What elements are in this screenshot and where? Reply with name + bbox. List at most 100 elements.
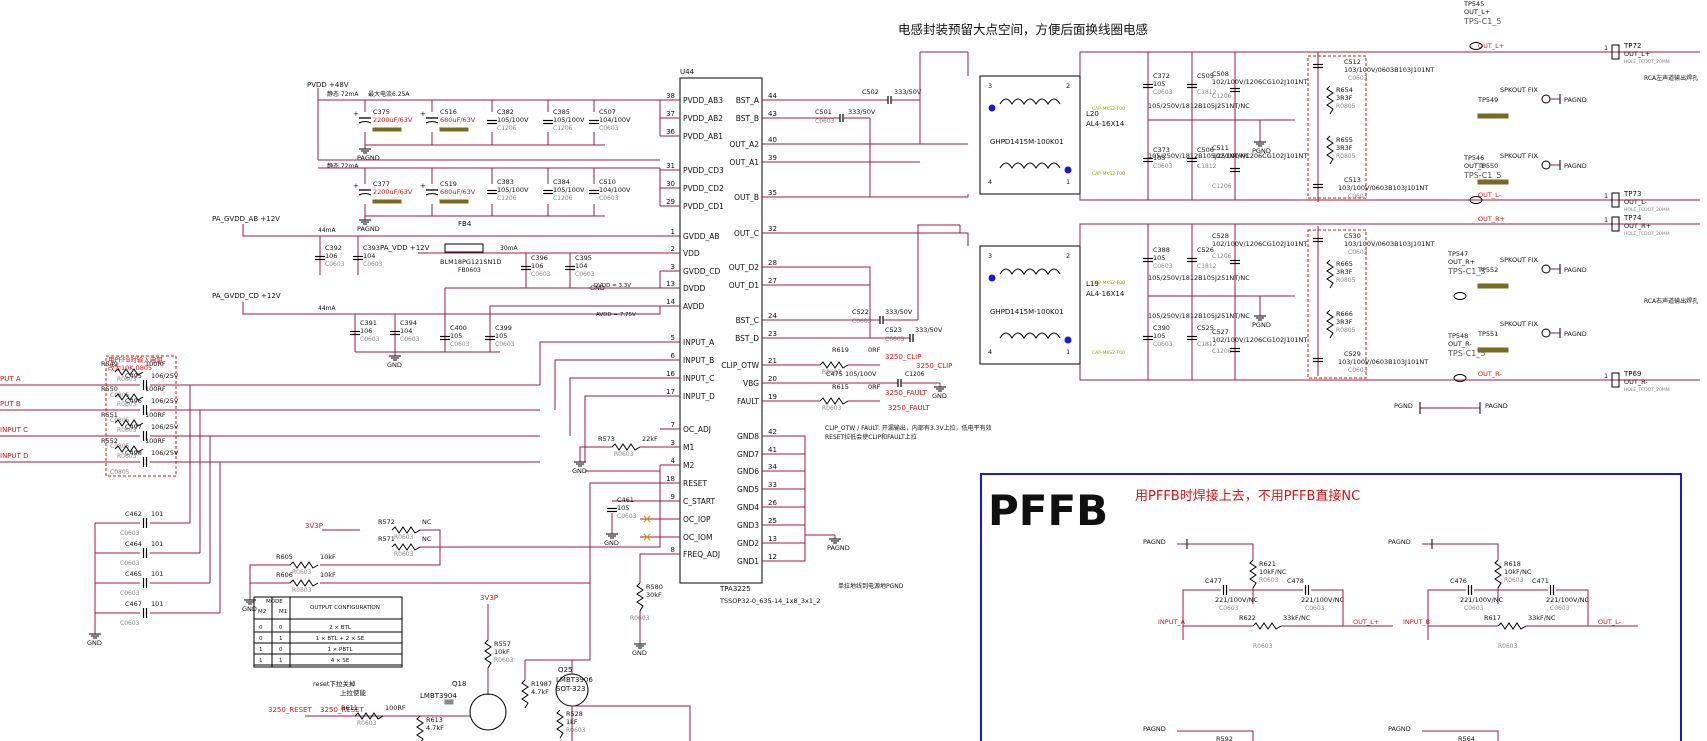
cap-package: C0603 [852, 318, 872, 325]
ic-pin-name: RESET [683, 479, 707, 488]
cap-ref: C501 [815, 108, 832, 116]
cap-value: 333/50V [885, 308, 913, 316]
cap-ref: C399 [495, 324, 512, 332]
res-ref: R622 [1239, 614, 1256, 622]
ic-pin-name: PVDD_CD3 [683, 166, 724, 175]
res-value: NC [422, 518, 432, 526]
cap-package: C0603 [1305, 605, 1325, 612]
ic-pin-name: GND5 [737, 485, 759, 494]
cap-ref: C529 [1344, 350, 1361, 358]
net-label: INPUT_B [1403, 618, 1430, 626]
wire [1182, 589, 1221, 640]
ic-pin-number: 25 [768, 517, 777, 525]
res-value: 100RF [145, 437, 166, 445]
res-value: 100RF [145, 385, 166, 393]
resistor-symbol [391, 526, 421, 534]
cap-package: C0603 [1348, 75, 1368, 82]
res-value: 10kF/NC [1504, 568, 1532, 576]
pin-number: 1 [1604, 216, 1608, 224]
res-value: 0RF [868, 383, 881, 391]
resistor-symbol [521, 679, 529, 709]
cap-value: 101 [151, 600, 163, 608]
cap-package: C1206 [1212, 348, 1232, 355]
polarity-dot [1064, 336, 1072, 344]
fault-net: 3250_FAULT [888, 404, 931, 412]
res-ref: R665 [1336, 260, 1353, 268]
resistor-symbol [556, 709, 564, 739]
wire [539, 341, 660, 385]
pin-number: 1 [1066, 348, 1070, 356]
cap-value: 104 [363, 252, 375, 260]
res-package: R0603 [292, 569, 312, 576]
table-header: M1 [279, 609, 287, 615]
fix-label: SPKOUT FIX [1500, 320, 1539, 328]
res-package: R0603 [822, 405, 842, 412]
ground-label: PAGND [1564, 266, 1587, 274]
tp-type: TPS-C1_5 [1463, 171, 1501, 180]
net-label: INPUT_A [1158, 618, 1186, 626]
table-cell: 4 × SE [331, 658, 350, 664]
electrolytic-plate [358, 193, 372, 196]
cap-value: 105/250V/1812B105J251NT/NC [1148, 102, 1250, 110]
cap-value: 105/250V/1812B105J251NT/NC [1148, 274, 1250, 282]
res-package: R0603 [1498, 643, 1518, 650]
transistor-q18 [469, 693, 507, 731]
max-current-note: 最大电流6.25A [368, 90, 410, 98]
ic-pin-name: GND3 [737, 521, 759, 530]
fix-hole [1541, 94, 1551, 104]
ic-pin-name: OUT_C [734, 229, 759, 238]
ic-pin-name: C_START [683, 497, 716, 506]
cap-value: 105/100V [497, 116, 529, 124]
res-value: 22kF [642, 435, 658, 443]
res-ref: R564 [1458, 735, 1475, 741]
cap-value: 101 [151, 510, 163, 518]
res-ref: R571 [378, 535, 395, 543]
ic-pin-number: 3 [671, 439, 675, 447]
silk-mark [439, 127, 469, 132]
cap-package: C0603 [360, 336, 380, 343]
cap-value: 103/100V/0603B103J101NT [1344, 66, 1434, 74]
silk-mark [372, 127, 402, 132]
table-cell: 1 [279, 658, 283, 664]
cap-package: C0603 [450, 341, 470, 348]
cap-value: 105 [617, 504, 629, 512]
cap-value: 102/100V/1206CG102J101NT [1212, 240, 1307, 248]
cap-value: 333/50V [915, 326, 943, 334]
cap-ref: C507 [599, 108, 616, 116]
silk-note: CAP-MKS2-F00 [1092, 280, 1125, 286]
ic-pin-number: 36 [666, 128, 675, 136]
ic-pin-name: PVDD_CD1 [683, 202, 724, 211]
cap-ref: C477 [1205, 577, 1222, 585]
ic-pin-name: PVDD_AB2 [683, 114, 723, 123]
res-ref: R666 [1336, 310, 1353, 318]
ic-pin-name: PVDD_CD2 [683, 184, 724, 193]
terminal [1611, 192, 1620, 208]
net-label: OUT_L+ [1478, 42, 1504, 50]
fix-hole [1541, 160, 1551, 170]
ground-label: GND [387, 361, 402, 369]
res-ref: R605 [276, 553, 293, 561]
inductor-part: GHPD1415M-100K01 [990, 308, 1064, 316]
ic-pin-number: 16 [666, 370, 675, 378]
cap-package: C0603 [617, 513, 637, 520]
cap-value: 102/100V/1206CG102J101NT [1212, 78, 1307, 86]
res-ref: R573 [598, 435, 615, 443]
wire [1079, 194, 1700, 201]
cap-value: 105/250V/1812B105J251NT/NC [1148, 152, 1250, 160]
cap-ref: C525 [1197, 324, 1214, 332]
pffb-note: 用PFFB时焊接上去，不用PFFB直接NC [1135, 488, 1360, 504]
ground-label: GND [604, 539, 619, 547]
cap-ref: C382 [497, 108, 514, 116]
wire [1079, 51, 1700, 76]
tp-ref: TP69 [1623, 370, 1641, 378]
table-cell: 1 [279, 636, 283, 642]
res-value: 3R3F [1336, 144, 1353, 152]
silk-note: CAP-MKS2-F00 [1092, 350, 1125, 356]
cap-package: C0603 [599, 195, 619, 202]
cap-value: 106 [325, 252, 337, 260]
banner-note: 电感封装预留大点空间，方便后面换线圈电感 [898, 22, 1148, 37]
res-ref: R528 [566, 710, 583, 718]
cap-ref: C523 [885, 326, 902, 334]
polarity: + [353, 182, 359, 190]
